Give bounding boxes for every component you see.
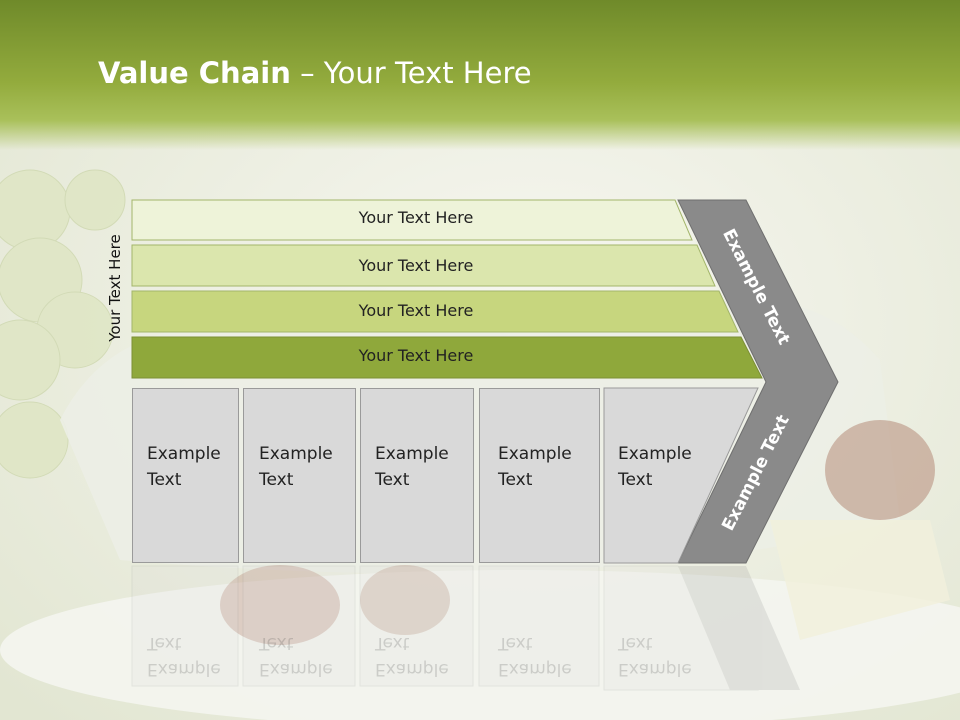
bar-3 [131, 290, 739, 333]
column-5-shape [603, 387, 759, 564]
header-band [0, 0, 960, 150]
bar-1 [131, 199, 693, 241]
bar-3-label: Your Text Here [358, 301, 474, 320]
title-bold: Value Chain [98, 56, 291, 90]
bar-2-label: Your Text Here [358, 256, 474, 275]
column-3 [360, 388, 474, 563]
bar-1-label: Your Text Here [358, 208, 474, 227]
bar-4-label: Your Text Here [358, 346, 474, 365]
bar-2 [131, 244, 716, 287]
column-2 [243, 388, 356, 563]
chevron-arrow [677, 199, 839, 564]
column-4 [479, 388, 600, 563]
column-1 [132, 388, 239, 563]
bar-4 [131, 336, 763, 379]
page-title: Value Chain – Your Text Here [98, 56, 532, 90]
title-rest: – Your Text Here [290, 56, 532, 90]
